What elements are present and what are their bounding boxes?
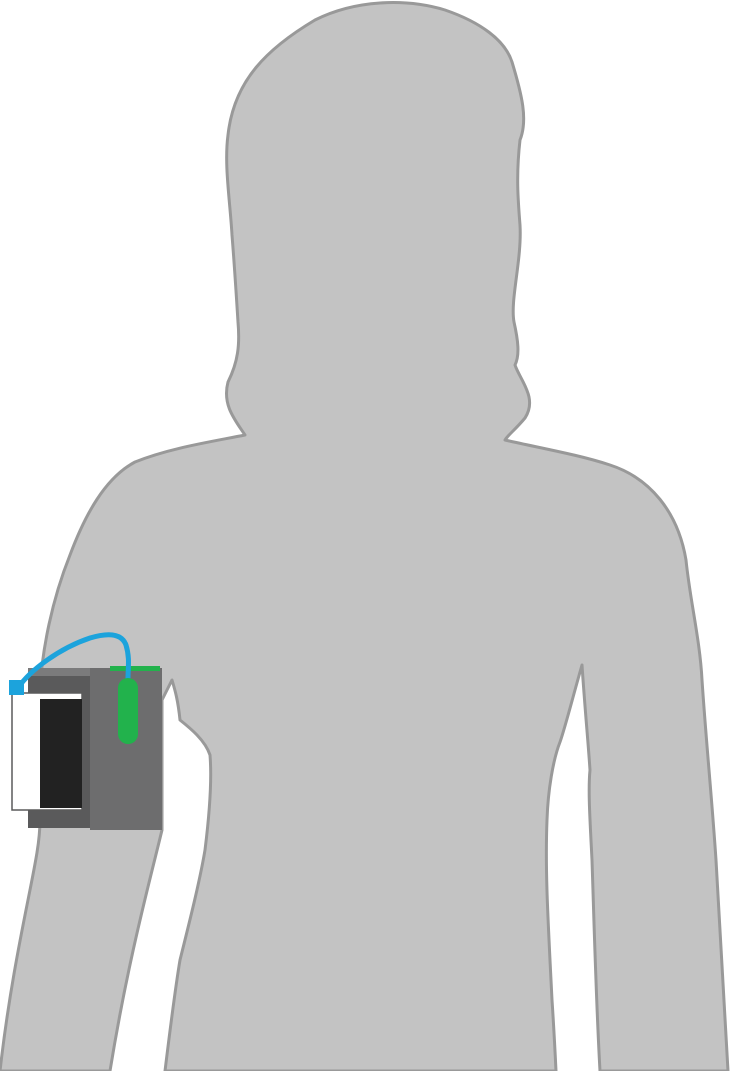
green-sensor-pod-icon — [118, 678, 138, 744]
arm-mounted-monitor-icon — [12, 666, 162, 830]
device-top-sensor-strip — [110, 666, 160, 671]
device-edge-strip — [82, 693, 90, 810]
sensor-pod — [118, 678, 138, 744]
tube-connector — [9, 680, 24, 695]
device-screen-dark — [40, 699, 82, 808]
silhouette-body — [0, 3, 728, 1071]
female-silhouette-icon — [0, 3, 728, 1071]
